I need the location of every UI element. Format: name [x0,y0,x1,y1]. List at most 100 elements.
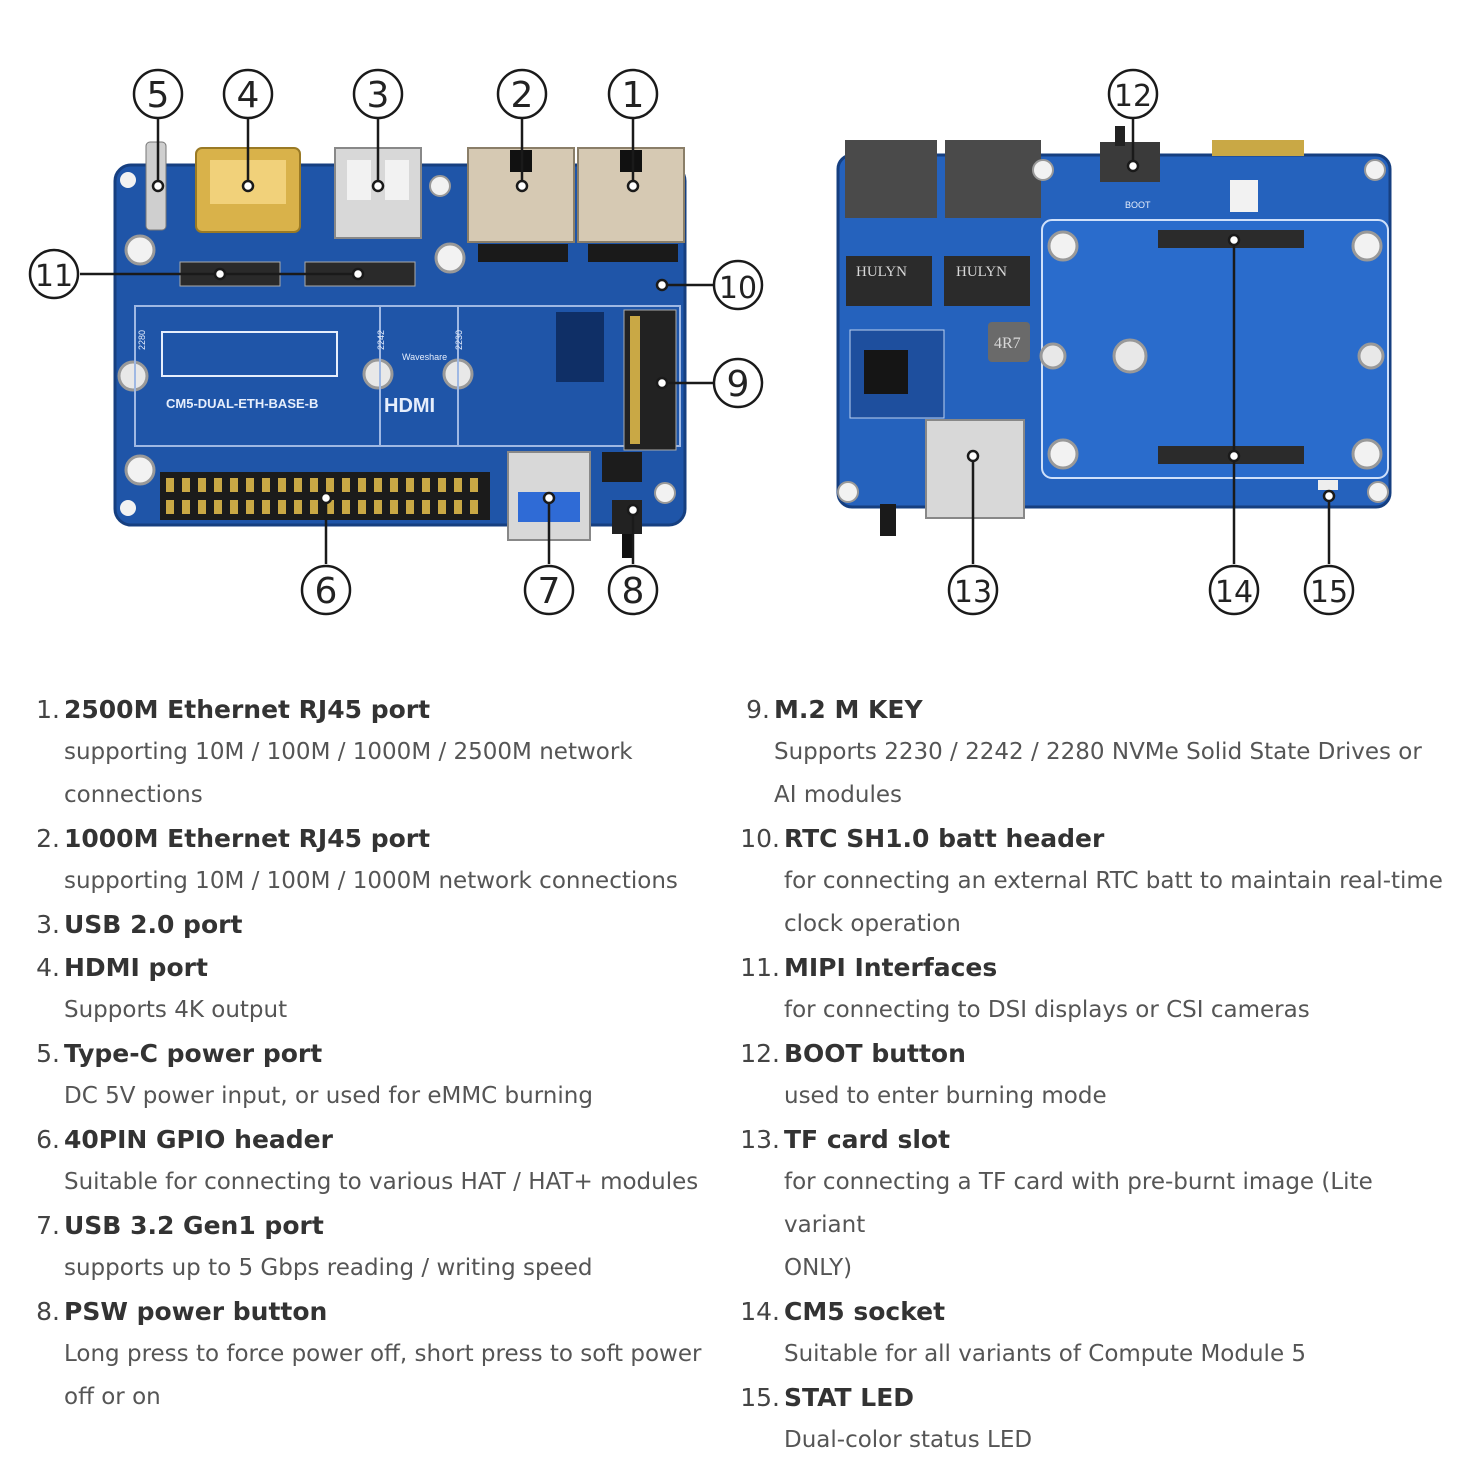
gpio-pin [390,478,398,492]
legend-number: 6. [30,1118,60,1161]
svg-text:3: 3 [367,75,390,116]
legend-title: RTC SH1.0 batt header [784,817,1455,860]
legend-desc: ONLY) [784,1247,1455,1290]
legend-number: 11. [740,946,780,989]
legend-item-9: 9. M.2 M KEY Supports 2230 / 2242 / 2280… [740,688,1455,817]
legend-desc: AI modules [774,774,1455,817]
legend-number: 2. [30,817,60,860]
gpio-pin [438,500,446,514]
legend-number: 10. [740,817,780,860]
gpio-pin [230,478,238,492]
legend-item-6: 6. 40PIN GPIO header Suitable for connec… [30,1118,730,1204]
gpio-pin [406,500,414,514]
svg-text:11: 11 [35,259,73,294]
legend-title: 1000M Ethernet RJ45 port [64,817,730,860]
legend-desc: Suitable for connecting to various HAT /… [64,1161,730,1204]
svg-text:9: 9 [727,364,750,405]
legend-desc: Long press to force power off, short pre… [64,1333,730,1376]
legend-item-8: 8. PSW power button Long press to force … [30,1290,730,1419]
svg-text:5: 5 [147,75,170,116]
silk-2230: 2230 [454,330,464,350]
silk-model: CM5-DUAL-ETH-BASE-B [166,396,318,411]
svg-text:10: 10 [719,271,757,306]
gpio-pin [198,478,206,492]
gpio-pin [454,478,462,492]
silk-2280: 2280 [137,330,147,350]
silk-hdmi-logo: HDMI [384,395,435,417]
legend-item-14: 14. CM5 socket Suitable for all variants… [740,1290,1455,1376]
legend-number: 14. [740,1290,780,1333]
legend-title: USB 3.2 Gen1 port [64,1204,730,1247]
gpio-pin [198,500,206,514]
callout-1: 1 [609,70,657,118]
gpio-pin [470,500,478,514]
legend-title: 2500M Ethernet RJ45 port [64,688,730,731]
callout-8: 8 [609,566,657,614]
legend-desc: Suitable for all variants of Compute Mod… [784,1333,1455,1376]
legend-number: 15. [740,1376,780,1419]
svg-text:15: 15 [1310,575,1348,610]
gpio-pin [294,500,302,514]
legend-item-2: 2. 1000M Ethernet RJ45 port supporting 1… [30,817,730,903]
legend-desc: supporting 10M / 100M / 1000M network co… [64,860,730,903]
svg-text:14: 14 [1215,575,1253,610]
legend-number: 7. [30,1204,60,1247]
legend-desc: off or on [64,1376,730,1419]
back-board: HULYN HULYN 4R7 BOOT [838,126,1390,536]
silk-2242: 2242 [376,330,386,350]
gpio-pin [166,500,174,514]
legend-item-1: 1. 2500M Ethernet RJ45 port supporting 1… [30,688,730,817]
callout-9: 9 [714,359,762,407]
gpio-pin [310,500,318,514]
legend-right: 9. M.2 M KEY Supports 2230 / 2242 / 2280… [740,688,1455,1462]
legend-number: 5. [30,1032,60,1075]
legend-item-13: 13. TF card slot for connecting a TF car… [740,1118,1455,1290]
svg-text:4: 4 [237,75,260,116]
silk-brand: Waveshare [402,352,447,362]
legend-item-7: 7. USB 3.2 Gen1 port supports up to 5 Gb… [30,1204,730,1290]
front-board: CM5-DUAL-ETH-BASE-B HDMI Waveshare 2280 … [115,142,685,558]
legend-title: Type-C power port [64,1032,730,1075]
legend-title: M.2 M KEY [774,688,1455,731]
legend-desc: DC 5V power input, or used for eMMC burn… [64,1075,730,1118]
callout-3: 3 [354,70,402,118]
legend-title: 40PIN GPIO header [64,1118,730,1161]
legend-title: TF card slot [784,1118,1455,1161]
gpio-pin [374,478,382,492]
gpio-pin [374,500,382,514]
callout-7: 7 [525,566,573,614]
gpio-pin [342,478,350,492]
gpio-pin [406,478,414,492]
gpio-pin [422,500,430,514]
svg-text:8: 8 [622,571,645,612]
legend-item-11: 11. MIPI Interfaces for connecting to DS… [740,946,1455,1032]
legend-item-15: 15. STAT LED Dual-color status LED [740,1376,1455,1462]
legend-title: HDMI port [64,946,730,989]
gpio-pin [390,500,398,514]
gpio-pin [182,478,190,492]
chip-label-2: HULYN [956,264,1007,280]
legend-item-12: 12. BOOT button used to enter burning mo… [740,1032,1455,1118]
legend-number: 8. [30,1290,60,1333]
legend-left: 1. 2500M Ethernet RJ45 port supporting 1… [30,688,730,1419]
silk-boot: BOOT [1125,200,1151,210]
legend-number: 9. [740,688,770,731]
legend-desc: Dual-color status LED [784,1419,1455,1462]
legend-desc: Supports 2230 / 2242 / 2280 NVMe Solid S… [774,731,1455,774]
gpio-pin [262,500,270,514]
legend-desc: for connecting to DSI displays or CSI ca… [784,989,1455,1032]
gpio-pin [358,500,366,514]
legend-desc: used to enter burning mode [784,1075,1455,1118]
gpio-pin [326,478,334,492]
svg-text:2: 2 [511,75,534,116]
gpio-pin [358,478,366,492]
legend-number: 13. [740,1118,780,1161]
inductor-label: 4R7 [994,335,1021,352]
callout-15: 15 [1305,566,1353,614]
callout-13: 13 [949,566,997,614]
callout-5: 5 [134,70,182,118]
legend-item-4: 4. HDMI port Supports 4K output [30,946,730,1032]
legend-title: PSW power button [64,1290,730,1333]
legend-title: STAT LED [784,1376,1455,1419]
svg-text:13: 13 [954,575,992,610]
